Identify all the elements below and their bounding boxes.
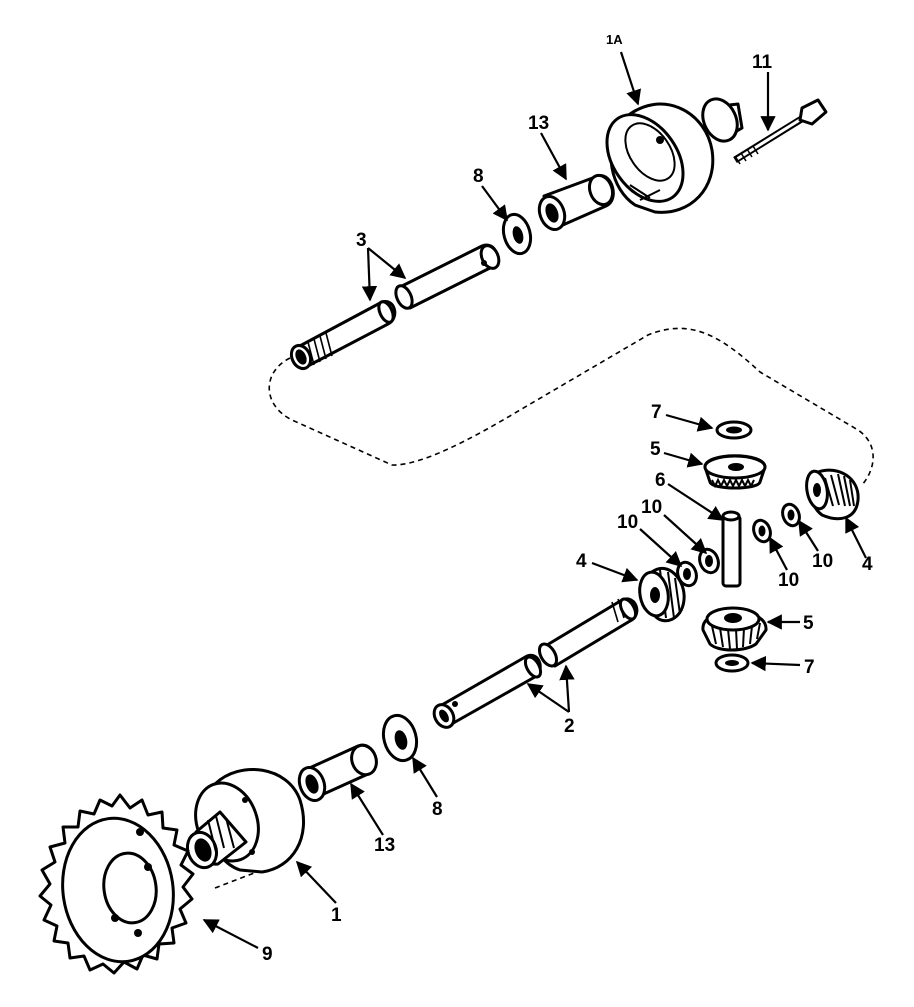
callout-13-top: 13 bbox=[528, 113, 549, 134]
part-3-axle-shaft bbox=[289, 243, 501, 371]
part-1-differential-case bbox=[185, 768, 306, 874]
part-5-gear-top bbox=[703, 454, 767, 490]
callout-9: 9 bbox=[262, 944, 273, 965]
dashed-assembly-outline bbox=[268, 327, 874, 486]
callout-7-top: 7 bbox=[651, 402, 662, 423]
callout-3: 3 bbox=[356, 230, 367, 251]
part-10-washer-c bbox=[752, 518, 772, 544]
callout-6: 6 bbox=[655, 470, 666, 491]
part-9-sprocket bbox=[38, 793, 195, 975]
callout-8-bottom: 8 bbox=[432, 799, 443, 820]
part-5-gear-bottom bbox=[701, 606, 768, 652]
callout-5-top: 5 bbox=[650, 439, 661, 460]
part-4-gear-right bbox=[805, 468, 860, 521]
part-7-washer-bottom bbox=[714, 653, 750, 673]
callout-4-right: 4 bbox=[862, 554, 873, 575]
part-10-washer-b bbox=[698, 547, 720, 575]
part-8-washer-top bbox=[501, 212, 533, 256]
callout-10-c: 10 bbox=[778, 570, 799, 591]
sprocket-alignment-dash bbox=[214, 864, 276, 889]
part-7-washer-top bbox=[715, 420, 753, 440]
callout-1: 1 bbox=[331, 905, 342, 926]
callout-10-d: 10 bbox=[812, 551, 833, 572]
part-2-axle-shaft bbox=[432, 597, 639, 729]
callout-13-bottom: 13 bbox=[374, 835, 395, 856]
callout-5-bottom: 5 bbox=[803, 613, 814, 634]
part-8-washer-bottom bbox=[381, 713, 419, 763]
part-1a-case-half bbox=[605, 97, 744, 214]
callout-8-top: 8 bbox=[473, 166, 484, 187]
callout-10-a: 10 bbox=[617, 512, 638, 533]
part-10-washer-a bbox=[676, 560, 698, 588]
callout-4-left: 4 bbox=[576, 551, 587, 572]
callout-10-b: 10 bbox=[641, 497, 662, 518]
callout-1a: 1A bbox=[606, 32, 623, 47]
part-4-gear-left bbox=[638, 566, 686, 623]
leader-lines bbox=[202, 51, 867, 949]
part-11-bolt bbox=[733, 98, 828, 165]
callout-7-bottom: 7 bbox=[804, 657, 815, 678]
callout-11: 11 bbox=[752, 52, 773, 73]
callout-2: 2 bbox=[564, 716, 575, 737]
part-13-sleeve-bottom bbox=[297, 743, 378, 802]
part-13-sleeve-top bbox=[537, 173, 615, 231]
part-6-cross-pin bbox=[721, 510, 742, 588]
part-10-washer-d bbox=[781, 502, 801, 528]
